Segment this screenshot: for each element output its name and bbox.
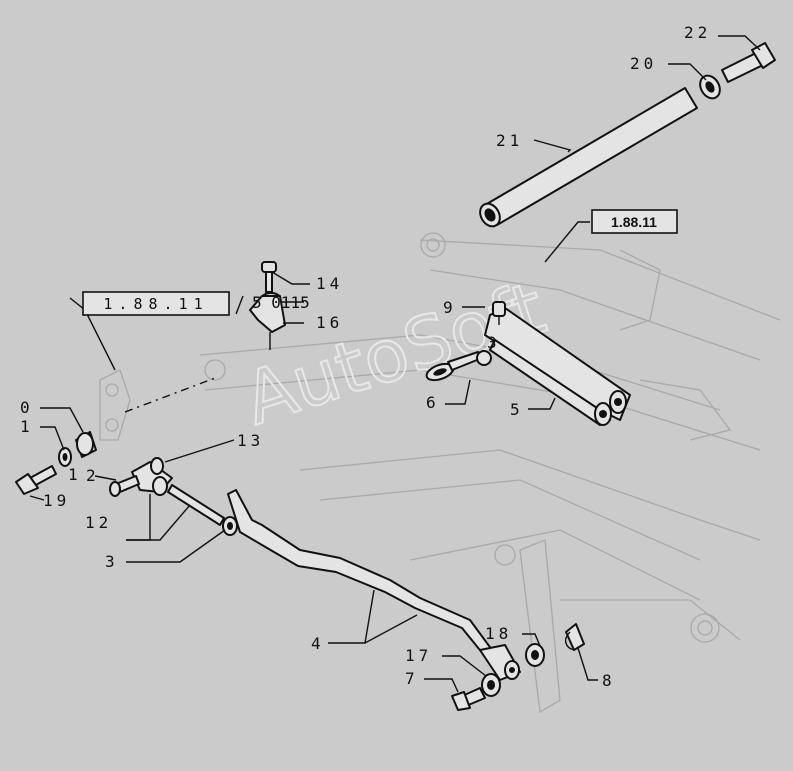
bolt-part-22: [721, 42, 776, 83]
label-22: 22: [684, 23, 711, 42]
reference-box-left[interactable]: 1.88.11: [82, 291, 244, 316]
reference-label-right: 1.88.11: [611, 214, 657, 230]
label-15: 5 0115: [252, 293, 310, 312]
bracket-part-16: [249, 261, 286, 350]
pin-part-6: [425, 350, 492, 382]
label-3: 3: [105, 552, 119, 571]
grease-nipple-part-9: [492, 301, 506, 325]
label-20: 20: [630, 54, 657, 73]
bushing-part-0: [75, 431, 97, 458]
lever-part-5: [484, 307, 631, 426]
bolt-part-7: [451, 687, 486, 711]
reference-box-right[interactable]: 1.88.11: [591, 209, 678, 234]
centre-line: [124, 377, 216, 413]
clip-part-8: [564, 623, 585, 651]
label-0: 0: [20, 398, 34, 417]
part-labels: 22 20 21 14 5 0115 16 9 3 6 5 0 1 1 13 2…: [20, 23, 711, 690]
label-16: 16: [316, 313, 343, 332]
washer-part-18: [525, 643, 545, 667]
label-1-upper: 1: [20, 417, 34, 436]
washer-part-17: [481, 673, 501, 697]
label-1-lower: 1: [68, 465, 82, 484]
clevis-part-12: [131, 457, 173, 496]
washer-part-3: [222, 516, 238, 536]
label-7: 7: [405, 669, 419, 688]
washer-part-1: [58, 447, 72, 467]
reference-label-left: 1.88.11: [103, 295, 208, 313]
tube-part-21: [479, 87, 698, 228]
label-2: 2: [86, 466, 100, 485]
label-3-upper: 3: [487, 333, 501, 352]
label-4: 4: [311, 634, 325, 653]
label-8: 8: [602, 671, 616, 690]
label-17: 17: [405, 646, 432, 665]
label-18: 18: [485, 624, 512, 643]
label-21: 21: [496, 131, 523, 150]
rod: [167, 484, 225, 526]
bolt-part-2: [109, 475, 140, 497]
label-5: 5: [510, 400, 524, 419]
washer-part-20: [699, 74, 721, 100]
label-19: 19: [43, 491, 70, 510]
label-12: 12: [85, 513, 112, 532]
bolt-part-19: [15, 465, 57, 495]
label-9: 9: [443, 298, 457, 317]
background-frame: [99, 232, 781, 714]
label-13: 13: [237, 431, 264, 450]
linkage-bar-part-4: [227, 489, 521, 681]
label-14: 14: [316, 274, 343, 293]
label-6: 6: [426, 393, 440, 412]
